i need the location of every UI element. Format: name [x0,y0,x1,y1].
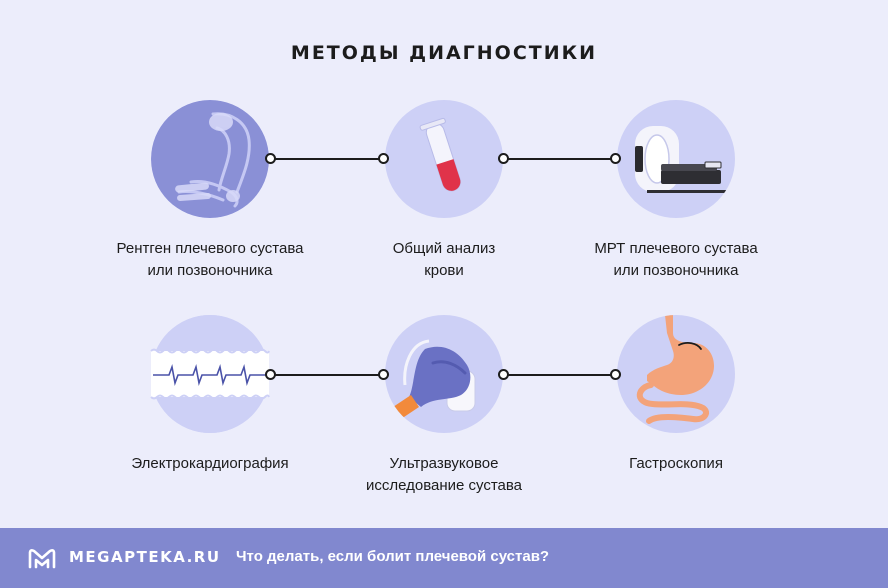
connector-dot [265,369,276,380]
footer-bar: MEGAPTEKA.RU Что делать, если болит плеч… [0,528,888,588]
method-label: Электрокардиография [131,455,289,472]
megapteka-logo-icon[interactable] [28,547,56,569]
ultrasound-probe-icon [385,315,503,433]
connector-dot [378,153,389,164]
connector-dot [498,369,509,380]
article-title: Что делать, если болит плечевой сустав? [236,548,550,565]
page-title: МЕТОДЫ ДИАГНОСТИКИ [290,42,598,64]
connector-line [270,158,384,160]
connector-dot [610,369,621,380]
blood-test-tube-icon [385,100,503,218]
stomach-icon [617,315,735,433]
mri-scanner-icon [617,100,735,218]
connector-line [504,158,616,160]
method-label: Гастроскопия [629,455,723,472]
connector-dot [265,153,276,164]
connector-line [270,374,384,376]
method-label: Общий анализ крови [392,240,496,279]
method-label: МРТ плечевого сустава или позвоночника [594,240,758,279]
connector-dot [378,369,389,380]
brand-name[interactable]: MEGAPTEKA.RU [69,548,221,566]
method-label: Рентген плечевого сустава или позвоночни… [116,240,304,279]
connector-dot [610,153,621,164]
connector-dot [498,153,509,164]
ecg-strip-icon [150,315,270,433]
xray-arm-icon [151,100,269,218]
connector-line [504,374,616,376]
method-label: Ультразвуковое исследование сустава [365,455,523,494]
